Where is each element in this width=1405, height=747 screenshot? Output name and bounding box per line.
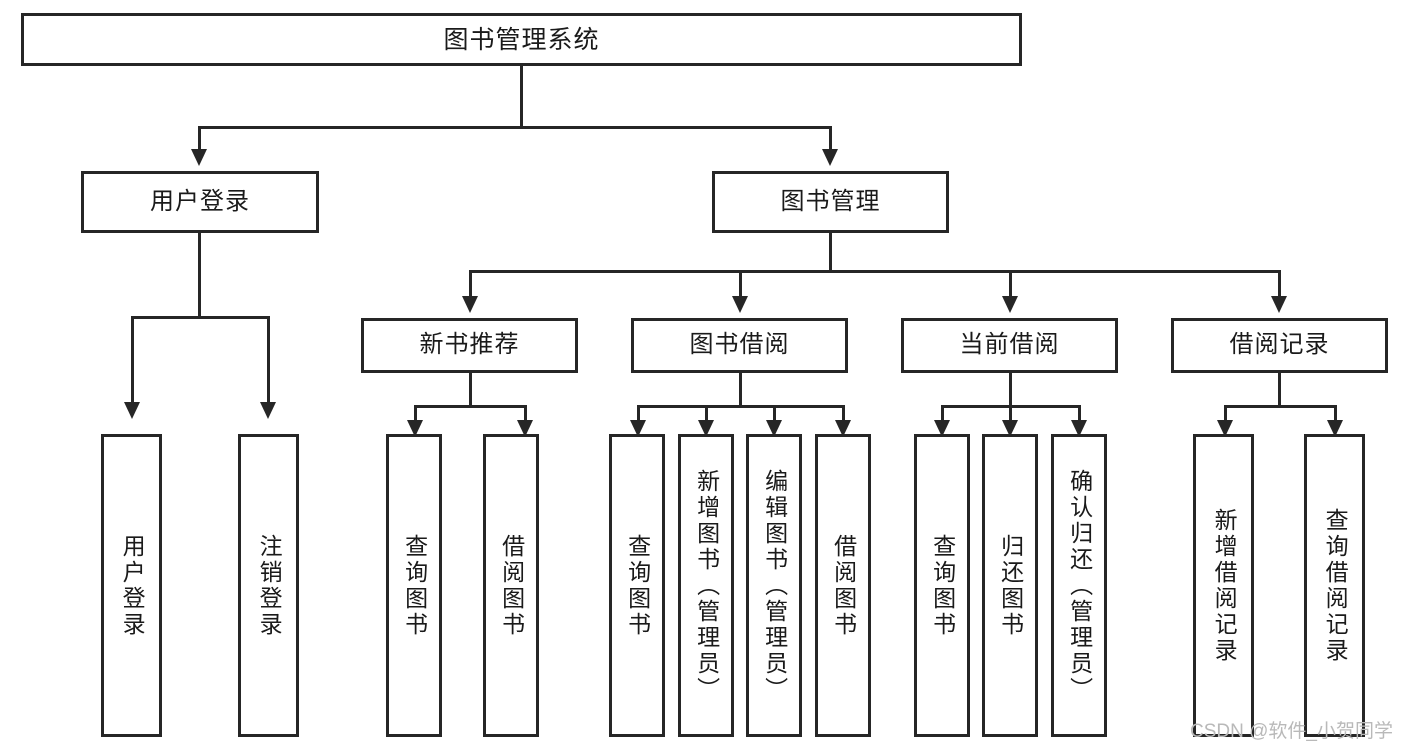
node-label: 借阅图书 [498, 533, 525, 638]
connector-to-borrow-record [1278, 270, 1281, 298]
node-leaf-query-book-1[interactable]: 查询图书 [386, 434, 442, 737]
node-book-manage[interactable]: 图书管理 [712, 171, 949, 233]
arrowhead-to-leaf-query-book-1 [407, 420, 423, 437]
connector-book-borrow-bus [637, 405, 842, 408]
node-label: 图书管理系统 [443, 25, 600, 54]
node-leaf-borrow-book-1[interactable]: 借阅图书 [483, 434, 539, 737]
arrowhead-to-user-login [191, 149, 207, 166]
connector-new-book-l2 [524, 405, 527, 423]
connector-current-borrow-stem [1009, 373, 1012, 408]
connector-book-borrow-l4 [842, 405, 845, 423]
connector-new-book-l1 [414, 405, 417, 423]
node-leaf-logout-login[interactable]: 注销登录 [238, 434, 299, 737]
connector-current-borrow-l3 [1078, 405, 1081, 423]
node-leaf-confirm-return[interactable]: 确认归还（管理员） [1051, 434, 1107, 737]
node-label: 新增借阅记录 [1211, 507, 1238, 664]
arrowhead-to-book-manage [822, 149, 838, 166]
connector-root-stem [520, 66, 523, 126]
node-leaf-add-record[interactable]: 新增借阅记录 [1193, 434, 1254, 737]
connector-book-borrow-stem [739, 373, 742, 408]
connector-root-to-book-manage [829, 126, 832, 151]
node-book-borrow[interactable]: 图书借阅 [631, 318, 848, 373]
arrowhead-to-leaf-add-book [698, 420, 714, 437]
node-root-book-management-system[interactable]: 图书管理系统 [21, 13, 1022, 66]
node-leaf-edit-book[interactable]: 编辑图书（管理员） [746, 434, 802, 737]
connector-borrow-record-bus [1224, 405, 1337, 408]
arrowhead-to-leaf-borrow-book-1 [517, 420, 533, 437]
connector-to-current-borrow [1009, 270, 1012, 298]
csdn-watermark: CSDN @软件_小贺同学 [1190, 721, 1393, 742]
node-borrow-record[interactable]: 借阅记录 [1171, 318, 1388, 373]
node-leaf-query-record[interactable]: 查询借阅记录 [1304, 434, 1365, 737]
node-label: 用户登录 [119, 533, 146, 638]
connector-book-manage-bus [469, 270, 1281, 273]
arrowhead-to-borrow-record [1271, 296, 1287, 313]
node-label: 查询借阅记录 [1322, 507, 1349, 664]
node-label: 借阅图书 [830, 533, 857, 638]
node-label: 注销登录 [256, 533, 283, 638]
arrowhead-to-new-book-recommend [462, 296, 478, 313]
connector-user-login-left [131, 316, 134, 404]
connector-borrow-record-l1 [1224, 405, 1227, 423]
arrowhead-to-leaf-return-book [1002, 420, 1018, 437]
arrowhead-to-book-borrow [732, 296, 748, 313]
node-leaf-borrow-book-2[interactable]: 借阅图书 [815, 434, 871, 737]
connector-current-borrow-l2 [1009, 405, 1012, 423]
node-label: 查询图书 [929, 533, 956, 638]
node-label: 新书推荐 [419, 331, 520, 359]
connector-book-borrow-l3 [773, 405, 776, 423]
node-label: 查询图书 [624, 533, 651, 638]
node-user-login[interactable]: 用户登录 [81, 171, 319, 233]
arrowhead-to-leaf-edit-book [766, 420, 782, 437]
connector-new-book-stem [469, 373, 472, 408]
connector-user-login-stem [198, 233, 201, 319]
arrowhead-to-leaf-query-book-3 [934, 420, 950, 437]
arrowhead-to-leaf-query-book-2 [630, 420, 646, 437]
node-leaf-query-book-2[interactable]: 查询图书 [609, 434, 665, 737]
node-current-borrow[interactable]: 当前借阅 [901, 318, 1118, 373]
node-label: 编辑图书（管理员） [761, 468, 788, 703]
connector-book-manage-stem [829, 233, 832, 273]
connector-borrow-record-stem [1278, 373, 1281, 408]
connector-root-bus [198, 126, 832, 129]
arrowhead-to-current-borrow [1002, 296, 1018, 313]
arrowhead-to-leaf-add-record [1217, 420, 1233, 437]
connector-to-book-borrow [739, 270, 742, 298]
node-label: 查询图书 [401, 533, 428, 638]
connector-to-new-book-recommend [469, 270, 472, 298]
node-leaf-user-login[interactable]: 用户登录 [101, 434, 162, 737]
node-label: 图书借阅 [689, 331, 790, 359]
node-leaf-return-book[interactable]: 归还图书 [982, 434, 1038, 737]
connector-current-borrow-l1 [941, 405, 944, 423]
node-label: 归还图书 [997, 533, 1024, 638]
arrowhead-to-leaf-borrow-book-2 [835, 420, 851, 437]
node-new-book-recommend[interactable]: 新书推荐 [361, 318, 578, 373]
connector-user-login-bus [131, 316, 267, 319]
arrowhead-to-leaf-user-login [124, 402, 140, 419]
arrowhead-to-leaf-confirm-return [1071, 420, 1087, 437]
node-leaf-query-book-3[interactable]: 查询图书 [914, 434, 970, 737]
node-label: 当前借阅 [959, 331, 1060, 359]
connector-book-borrow-l1 [637, 405, 640, 423]
arrowhead-to-leaf-query-record [1327, 420, 1343, 437]
node-leaf-add-book[interactable]: 新增图书（管理员） [678, 434, 734, 737]
node-label: 借阅记录 [1229, 331, 1330, 359]
connector-borrow-record-l2 [1334, 405, 1337, 423]
node-label: 用户登录 [150, 187, 250, 215]
node-label: 新增图书（管理员） [693, 468, 720, 703]
node-label: 确认归还（管理员） [1066, 468, 1093, 703]
connector-root-to-user-login [198, 126, 201, 151]
connector-book-borrow-l2 [705, 405, 708, 423]
connector-user-login-right [267, 316, 270, 404]
node-label: 图书管理 [780, 187, 881, 215]
connector-new-book-bus [414, 405, 527, 408]
arrowhead-to-leaf-logout-login [260, 402, 276, 419]
